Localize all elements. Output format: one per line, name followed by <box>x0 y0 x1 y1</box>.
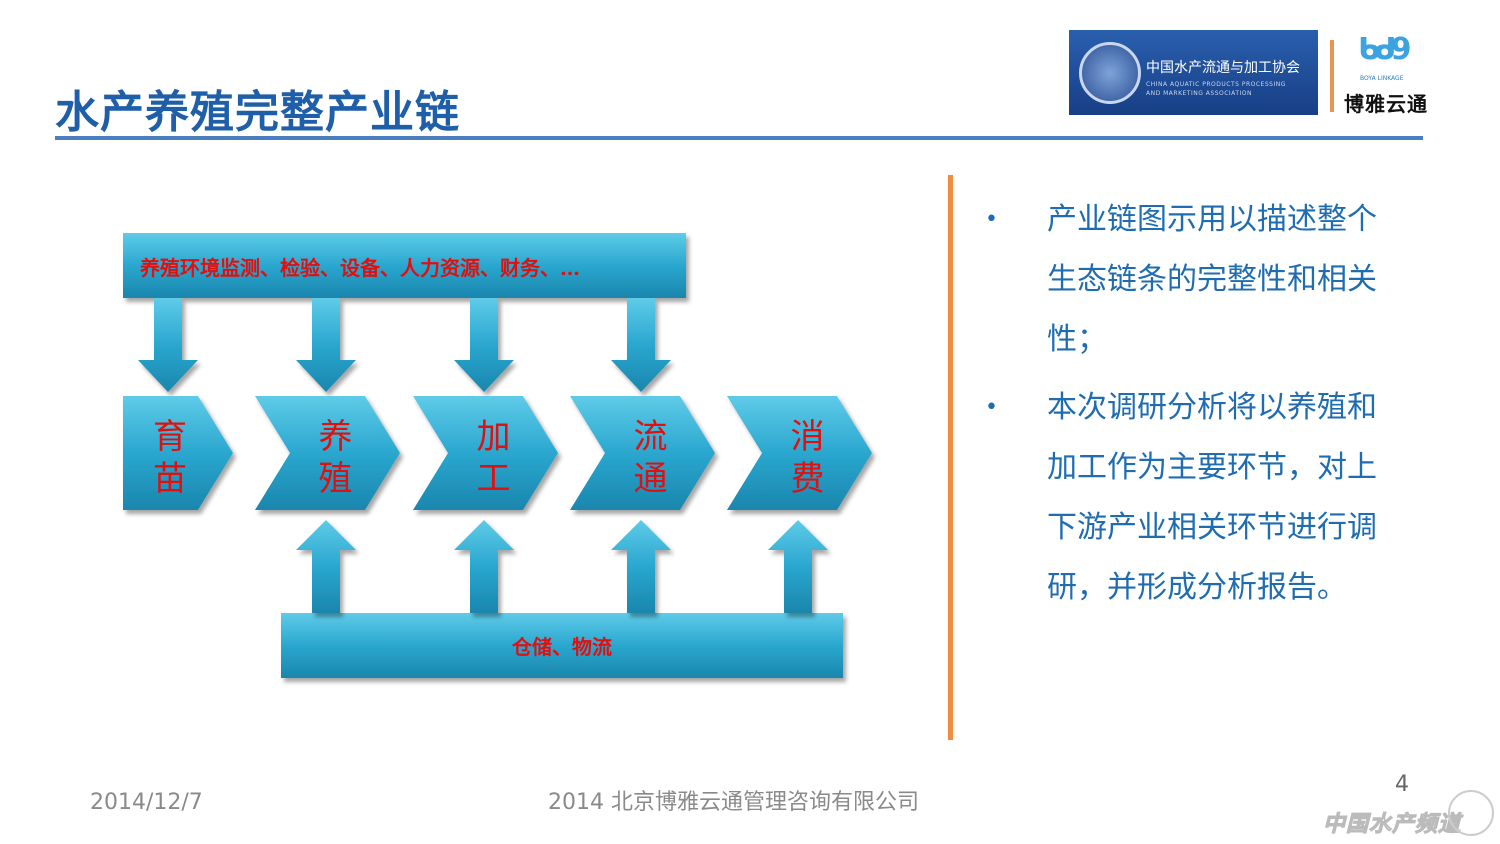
stage-label: 育 <box>153 417 187 457</box>
stage-chevron <box>413 396 558 510</box>
stage-label: 费 <box>791 459 825 499</box>
association-logo: 中国水产流通与加工协会 CHINA AQUATIC PRODUCTS PROCE… <box>1069 30 1318 115</box>
logo-divider <box>1330 40 1334 112</box>
stage-label: 流 <box>634 417 668 457</box>
industry-chain-diagram: 养殖环境监测、检验、设备、人力资源、财务、… 仓储、物流 育苗 养殖 加工 流通 消费 <box>123 233 872 678</box>
bullet-item: •产业链图示用以描述整个生态链条的完整性和相关性； <box>985 202 1377 357</box>
association-seal-icon <box>1079 42 1141 104</box>
divider-line <box>948 175 953 740</box>
boya-logo: ᑲᑯ9 BOYA LINKAGE 博雅云通 <box>1344 32 1428 116</box>
up-arrow <box>768 520 828 613</box>
title-underline <box>55 136 1423 140</box>
page-title: 水产养殖完整产业链 <box>55 87 460 138</box>
up-arrow <box>611 520 671 613</box>
globe-icon <box>1448 790 1494 836</box>
support-bar-top <box>123 233 686 298</box>
stage-chevron <box>255 396 400 510</box>
up-arrow <box>296 520 356 613</box>
down-arrow <box>296 298 356 392</box>
down-arrow <box>454 298 514 392</box>
stage-label: 加 <box>477 417 511 457</box>
footer-date: 2014/12/7 <box>90 790 203 815</box>
page-number: 4 <box>1395 772 1409 797</box>
stage-chevron <box>123 396 233 510</box>
stage-label: 苗 <box>153 459 187 499</box>
boya-cloud-icon: ᑲᑯ9 <box>1358 32 1412 67</box>
stage-label: 殖 <box>319 459 353 499</box>
stage-label: 通 <box>634 459 668 499</box>
bullet-item: •本次调研分析将以养殖和加工作为主要环节，对上下游产业相关环节进行调研，并形成分… <box>985 390 1377 605</box>
stage-label: 消 <box>791 417 825 457</box>
association-name: 中国水产流通与加工协会 <box>1146 60 1300 76</box>
up-arrow <box>454 520 514 613</box>
stage-label: 工 <box>477 459 511 499</box>
down-arrow <box>611 298 671 392</box>
watermark: 中国水产频道 <box>1322 812 1462 838</box>
bullet-list: •产业链图示用以描述整个生态链条的完整性和相关性； •本次调研分析将以养殖和加工… <box>985 190 1405 626</box>
bottom-bar-label: 仓储、物流 <box>511 635 612 659</box>
stage-chevron <box>727 396 872 510</box>
top-bar-label: 养殖环境监测、检验、设备、人力资源、财务、… <box>139 256 580 280</box>
support-bar-bottom <box>281 613 843 678</box>
stage-label: 养 <box>319 417 353 457</box>
down-arrow <box>138 298 198 392</box>
footer-company: 2014 北京博雅云通管理咨询有限公司 <box>548 790 919 815</box>
stage-chevron <box>570 396 715 510</box>
